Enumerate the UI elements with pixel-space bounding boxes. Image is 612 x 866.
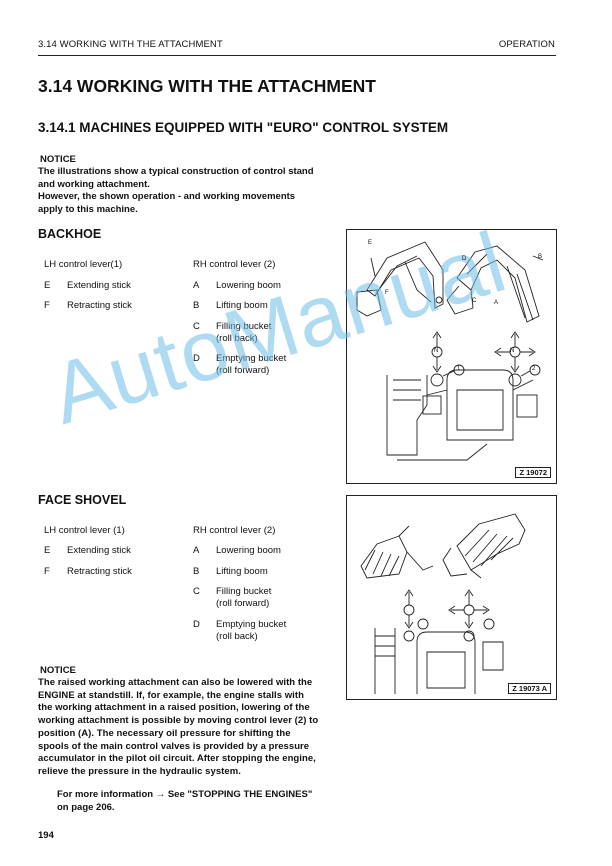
notice-title: NOTICE bbox=[40, 154, 76, 165]
faceshovel-rh-label-c: Filling bucket (roll forward) bbox=[216, 586, 272, 609]
backhoe-rh-title: RH control lever (2) bbox=[193, 259, 276, 270]
faceshovel-illustration bbox=[360, 513, 526, 694]
page-title: 3.14 WORKING WITH THE ATTACHMENT bbox=[38, 76, 376, 96]
fig-letter: N bbox=[434, 348, 439, 354]
backhoe-figure: Z 19072 bbox=[346, 229, 557, 484]
fig-letter: D bbox=[462, 256, 467, 262]
backhoe-rh-label-a: Lowering boom bbox=[216, 280, 281, 291]
backhoe-rh-key-b: B bbox=[193, 300, 200, 311]
fig-letter: B bbox=[538, 254, 543, 260]
fig-letter: F bbox=[385, 290, 389, 296]
backhoe-lh-key-e: E bbox=[44, 280, 51, 291]
notice-line: accumulator in the pilot oil circuit. Af… bbox=[38, 753, 316, 765]
more-info-page-ref[interactable]: on page 206. bbox=[57, 801, 115, 813]
page-number: 194 bbox=[38, 830, 54, 841]
fig-letter: 2 bbox=[532, 366, 536, 372]
backhoe-rh-key-c: C bbox=[193, 321, 200, 332]
notice-line: apply to this machine. bbox=[38, 203, 138, 215]
faceshovel-rh-label-b: Lifting boom bbox=[216, 566, 268, 577]
faceshovel-rh-title: RH control lever (2) bbox=[193, 525, 276, 536]
faceshovel-rh-key-c: C bbox=[193, 586, 200, 597]
notice-text-2: The raised working attachment can also b… bbox=[38, 677, 338, 779]
faceshovel-rh-key-d: D bbox=[193, 619, 200, 630]
notice-line: However, the shown operation - and worki… bbox=[38, 191, 296, 202]
notice-text: The illustrations show a typical constru… bbox=[38, 166, 338, 216]
notice-line: working attachment is possible by moving… bbox=[38, 715, 319, 727]
backhoe-lh-title: LH control lever(1) bbox=[44, 259, 123, 270]
backhoe-lh-label-f: Retracting stick bbox=[67, 300, 132, 311]
faceshovel-lh-key-e: E bbox=[44, 545, 51, 556]
backhoe-rh-label-d: Emptying bucket (roll forward) bbox=[216, 353, 287, 376]
backhoe-heading: BACKHOE bbox=[38, 227, 102, 241]
notice-line: spools of the main control valves is pro… bbox=[38, 740, 310, 752]
fig-letter: C bbox=[472, 298, 477, 304]
section-subtitle: 3.14.1 MACHINES EQUIPPED WITH "EURO" CON… bbox=[38, 120, 449, 135]
notice-line: The illustrations show a typical constru… bbox=[38, 166, 314, 177]
backhoe-lh-label-e: Extending stick bbox=[67, 280, 131, 291]
faceshovel-lh-title: LH control lever (1) bbox=[44, 525, 125, 536]
notice-line: ENGINE at standstill. If, for example, t… bbox=[38, 689, 304, 701]
faceshovel-figure-label: Z 19073 A bbox=[508, 683, 551, 694]
backhoe-figure-label: Z 19072 bbox=[515, 467, 551, 478]
backhoe-lh-key-f: F bbox=[44, 300, 50, 311]
fig-letter: A bbox=[494, 300, 499, 306]
faceshovel-lh-key-f: F bbox=[44, 566, 50, 577]
faceshovel-lh-label-e: Extending stick bbox=[67, 545, 131, 556]
faceshovel-rh-key-b: B bbox=[193, 566, 200, 577]
backhoe-illustration bbox=[356, 241, 544, 461]
backhoe-rh-label-c: Filling bucket (roll back) bbox=[216, 321, 272, 344]
running-header-right: OPERATION bbox=[498, 39, 555, 50]
more-info: For more information → See "STOPPING THE… bbox=[57, 789, 347, 814]
backhoe-rh-key-a: A bbox=[193, 280, 200, 291]
faceshovel-rh-label-a: Lowering boom bbox=[216, 545, 281, 556]
running-header-left: 3.14 WORKING WITH THE ATTACHMENT bbox=[38, 39, 223, 50]
faceshovel-figure: Z 19073 A bbox=[346, 495, 557, 700]
notice-line: and working attachment. bbox=[38, 178, 150, 190]
notice-line: relieve the pressure in the hydraulic sy… bbox=[38, 765, 241, 777]
fig-letter: E bbox=[368, 240, 373, 246]
faceshovel-lh-label-f: Retracting stick bbox=[67, 566, 132, 577]
notice-line: position (A). The necessary oil pressure… bbox=[38, 727, 291, 739]
backhoe-rh-key-d: D bbox=[193, 353, 200, 364]
notice-line: the working attachment in a raised posit… bbox=[38, 702, 310, 714]
more-info-line[interactable]: For more information → See "STOPPING THE… bbox=[57, 789, 313, 800]
fig-letter: 1 bbox=[457, 366, 461, 372]
fig-letter: N bbox=[510, 348, 515, 354]
faceshovel-rh-key-a: A bbox=[193, 545, 200, 556]
faceshovel-heading: FACE SHOVEL bbox=[38, 493, 127, 507]
faceshovel-rh-label-d: Emptying bucket (roll back) bbox=[216, 619, 287, 642]
header-rule bbox=[38, 55, 556, 56]
backhoe-rh-label-b: Lifting boom bbox=[216, 300, 268, 311]
notice-title-2: NOTICE bbox=[40, 665, 76, 676]
notice-line: The raised working attachment can also b… bbox=[38, 677, 313, 688]
